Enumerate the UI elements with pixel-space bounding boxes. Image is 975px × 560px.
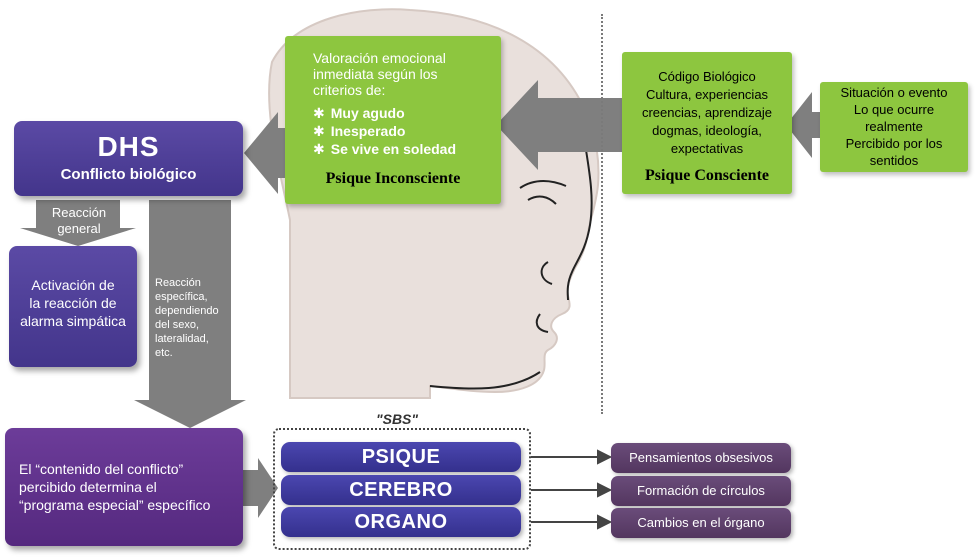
criterion-item: ✱Muy agudo — [313, 105, 405, 121]
arrow-dhs-to-content — [134, 200, 246, 428]
situation-line: realmente — [865, 119, 923, 134]
arrow-conscious-to-emotional — [496, 80, 622, 170]
general-reaction-label: Reacción general — [51, 205, 107, 236]
emotional-evaluation-box: Valoración emocional inmediata según los… — [285, 36, 501, 204]
sbs-label: "SBS" — [362, 411, 432, 427]
sbs-level-psique: PSIQUE — [281, 442, 521, 472]
criterion-item: ✱Se vive en soledad — [313, 141, 457, 157]
sbs-level-organo: ORGANO — [281, 507, 521, 537]
result-arrows — [531, 449, 613, 530]
conscious-line: Cultura, experiencias — [645, 87, 769, 102]
face-nose-line — [540, 261, 553, 285]
dhs-box: DHS Conflicto biológico — [14, 121, 243, 196]
star-icon: ✱ — [313, 141, 325, 157]
conscious-divider — [601, 14, 603, 414]
criteria-list: ✱Muy agudo ✱Inesperado ✱Se vive en soled… — [313, 104, 489, 158]
psique-inconsciente-label: Psique Inconsciente — [325, 170, 461, 187]
situation-line: Situación o evento — [840, 85, 948, 100]
face-profile-line — [566, 149, 593, 301]
situation-line: Lo que ocurre — [853, 102, 935, 117]
face-mouth-line — [535, 313, 549, 333]
situation-line: Percibido por los — [845, 136, 943, 151]
arrow-emotional-to-dhs — [244, 112, 286, 194]
specific-reaction-label: Reacción específica, dependiendo del sex… — [155, 277, 219, 359]
emotional-intro: Valoración emocional inmediata según los… — [313, 50, 446, 98]
situation-line: sentidos — [869, 153, 919, 168]
activation-box: Activación de la reacción de alarma simp… — [9, 246, 137, 367]
result-pensamientos: Pensamientos obsesivos — [611, 443, 791, 473]
arrow-content-to-sbs — [243, 458, 278, 518]
result-circulos: Formación de círculos — [611, 476, 791, 506]
criterion-item: ✱Inesperado — [313, 123, 406, 139]
situation-box: Situación o evento Lo que ocurre realmen… — [820, 82, 968, 172]
arrow-dhs-to-activation — [20, 200, 136, 246]
arrow-situation-to-conscious — [786, 92, 822, 158]
conscious-psyche-box: Código Biológico Cultura, experiencias c… — [622, 52, 792, 194]
conscious-line: expectativas — [670, 141, 744, 156]
star-icon: ✱ — [313, 123, 325, 139]
sbs-level-cerebro: CEREBRO — [281, 475, 521, 505]
jaw-line — [429, 371, 541, 390]
dhs-title: DHS — [97, 131, 160, 162]
conscious-line: creencias, aprendizaje — [641, 105, 773, 120]
conflict-content-box: El “contenido del conflicto” percibido d… — [5, 428, 243, 546]
result-organo: Cambios en el órgano — [611, 508, 791, 538]
face-brow-line — [519, 180, 567, 189]
face-eye-line — [527, 195, 557, 205]
dhs-subtitle: Conflicto biológico — [60, 166, 197, 183]
conscious-line: Código Biológico — [658, 69, 756, 84]
star-icon: ✱ — [313, 105, 325, 121]
psique-consciente-label: Psique Consciente — [645, 167, 769, 184]
sbs-frame — [273, 428, 531, 550]
conscious-line: dogmas, ideología, — [652, 123, 762, 138]
